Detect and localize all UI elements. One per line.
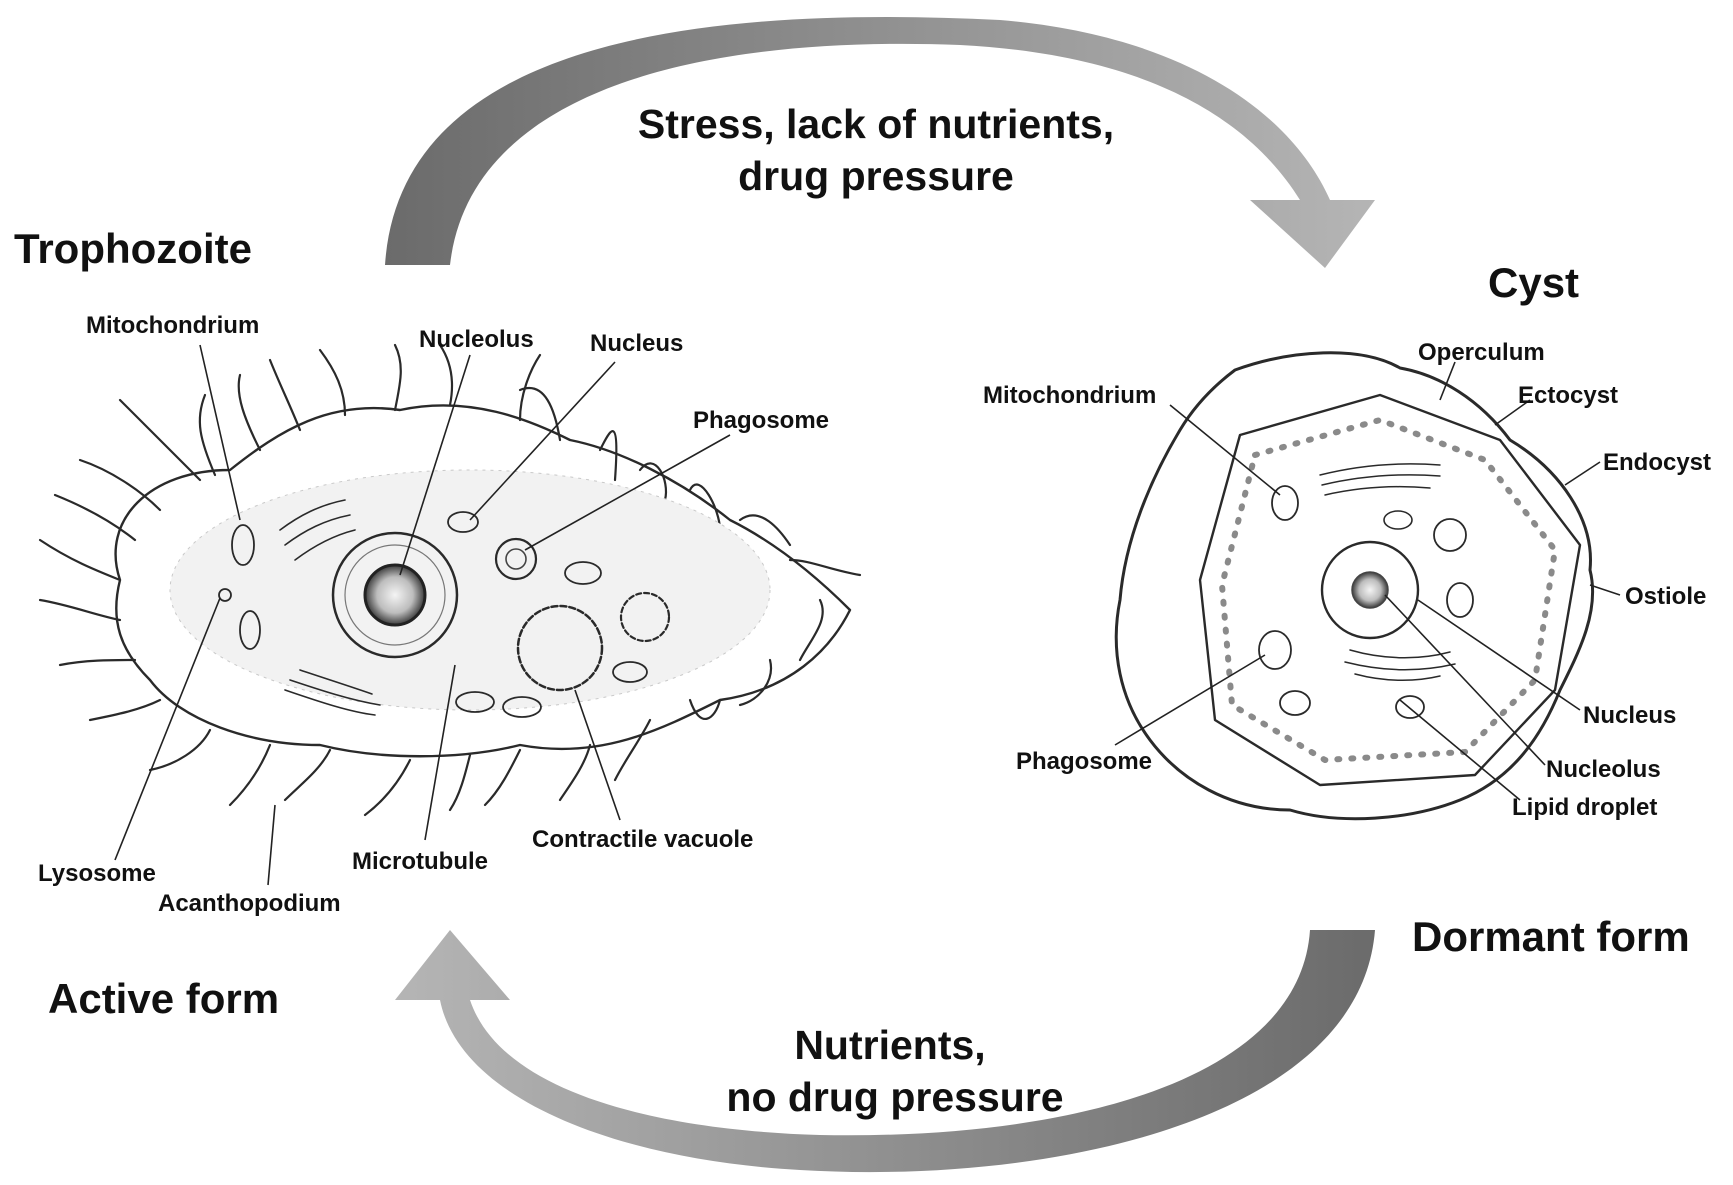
trophozoite-label-nucleus: Nucleus [590, 330, 683, 357]
active-form-label: Active form [48, 975, 279, 1022]
trophozoite-label-contractile-vacuole: Contractile vacuole [532, 826, 753, 853]
dormant-form-label: Dormant form [1412, 913, 1690, 960]
cyst-label-nucleolus: Nucleolus [1546, 756, 1661, 783]
cyst-label-mitochondrion: Mitochondrium [983, 382, 1156, 409]
cyst-label-lipid-droplet: Lipid droplet [1512, 794, 1657, 821]
trophozoite-label-mitochondrion: Mitochondrium [86, 312, 259, 339]
trophozoite-title: Trophozoite [14, 225, 252, 272]
trophozoite-label-nucleolus: Nucleolus [419, 326, 534, 353]
cyst-label-ectocyst: Ectocyst [1518, 382, 1618, 409]
trophozoite-label-microtubule: Microtubule [352, 848, 488, 875]
cyst-cell [1116, 353, 1592, 819]
trophozoite-label-acanthopodium: Acanthopodium [158, 890, 341, 917]
cyst-label-endocyst: Endocyst [1603, 449, 1711, 476]
trophozoite-label-lysosome: Lysosome [38, 860, 156, 887]
cyst-label-operculum: Operculum [1418, 339, 1545, 366]
cyst-label-phagosome: Phagosome [1016, 748, 1152, 775]
top-transition-label-line2: drug pressure [738, 153, 1014, 199]
cyst-label-nucleus: Nucleus [1583, 702, 1676, 729]
trophozoite-label-phagosome: Phagosome [693, 407, 829, 434]
cyst-label-ostiole: Ostiole [1625, 583, 1706, 610]
top-transition-label-line1: Stress, lack of nutrients, [638, 101, 1114, 147]
cyst-title: Cyst [1488, 259, 1579, 306]
bottom-transition-label-line2: no drug pressure [726, 1074, 1063, 1120]
bottom-transition-label-line1: Nutrients, [794, 1022, 985, 1068]
